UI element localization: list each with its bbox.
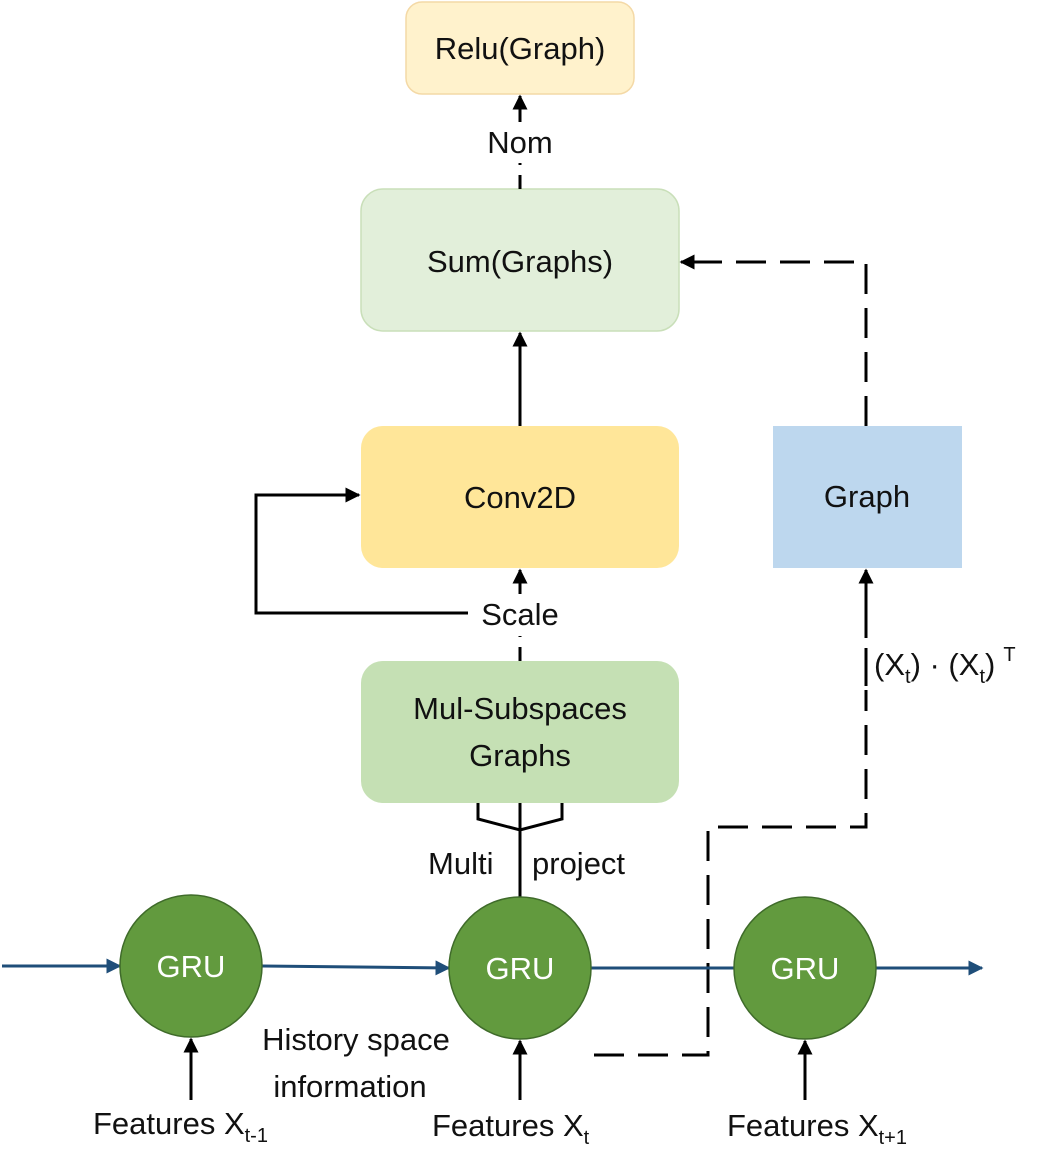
mul-subspaces-graphs-node: Mul-Subspaces Graphs [361,661,679,803]
mul-subspaces-label-line2: Graphs [469,738,571,773]
project-label: project [532,846,625,881]
graph-label: Graph [824,479,910,514]
graph-node: Graph [773,426,962,568]
multi-label: Multi [428,846,493,881]
sum-graphs-node: Sum(Graphs) [360,188,680,332]
timeline-gru1-to-gru2-arrow [261,960,451,976]
relu-graph-label: Relu(Graph) [435,31,606,66]
gru-label-middle: GRU [486,951,555,986]
features-left-label: Features Xt-1 [93,1106,268,1147]
conv2d-node: Conv2D [361,426,679,568]
graph-to-sum-dashed-path [700,260,868,426]
conv2d-label: Conv2D [464,480,576,515]
relu-graph-node: Relu(Graph) [405,1,635,95]
mul-subspaces-label-line1: Mul-Subspaces [413,691,627,726]
scale-loop-arrow [254,487,468,615]
gru-circle-left [119,894,263,1038]
features-mid-label: Features Xt [432,1108,590,1149]
gru-circle-middle [448,896,592,1040]
gru-node-left: GRU [119,894,263,1038]
gru-node-middle: GRU [448,896,592,1040]
conv2d-box [361,426,679,568]
outer-product-formula: (Xt) · (Xt)T [874,644,1016,688]
scale-label: Scale [481,597,559,632]
gru-label-right: GRU [771,951,840,986]
gru-label-left: GRU [157,949,226,984]
sum-graphs-label: Sum(Graphs) [427,244,613,279]
gru-circle-right [733,896,877,1040]
nom-label: Nom [487,125,552,160]
relu-graph-box [405,1,635,95]
mul-subspaces-box [361,661,679,803]
features-right-label: Features Xt+1 [727,1108,907,1149]
history-label-line2: information [273,1069,426,1104]
gru-node-right: GRU [733,896,877,1040]
gru-to-outer-dashed-path [594,690,868,1057]
multi-project-bracket [476,803,564,832]
graph-box [773,426,962,568]
history-label-line1: History space [262,1022,450,1057]
